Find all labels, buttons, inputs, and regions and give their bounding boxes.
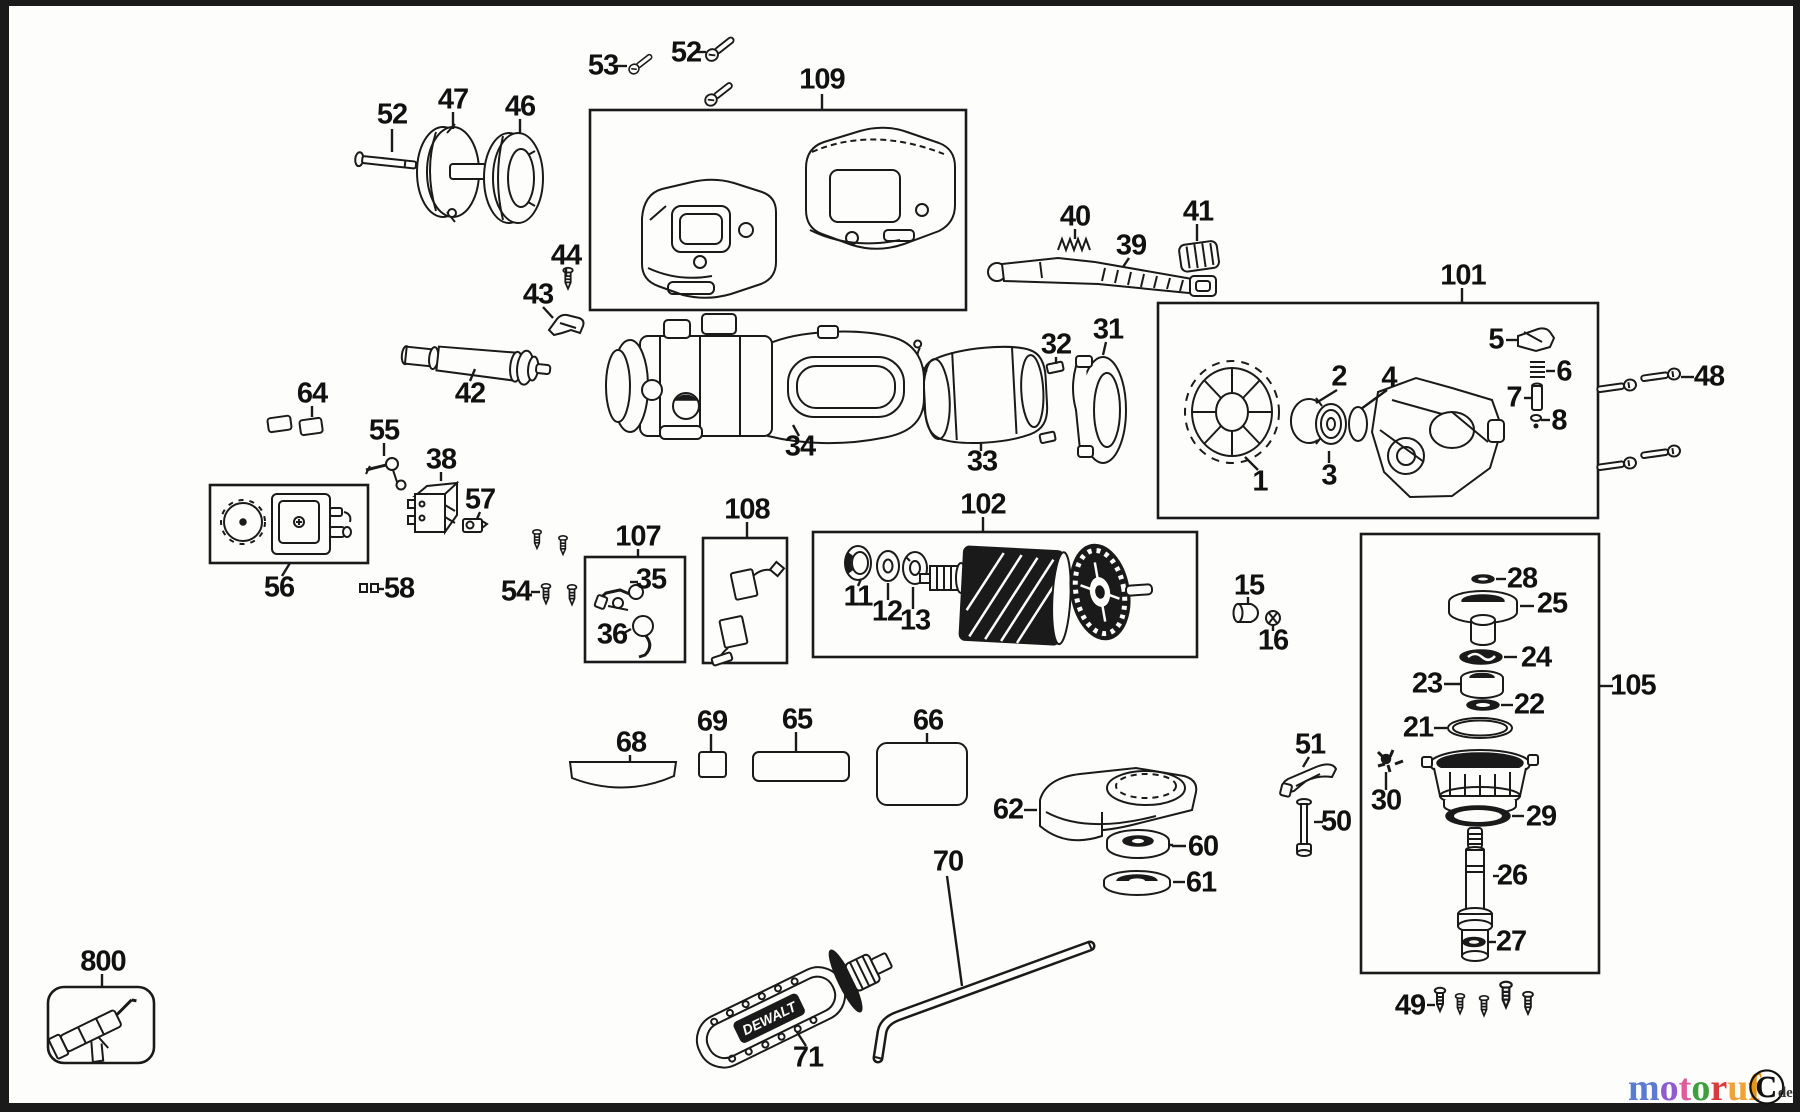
box-109	[588, 108, 968, 312]
part-41-slide-button	[1178, 240, 1220, 273]
part-108-brushes	[710, 560, 786, 667]
part-50-bolt	[1296, 798, 1312, 857]
part-27-o-ring	[1462, 936, 1486, 948]
part-40-spring	[1057, 236, 1091, 253]
part-64-pads	[266, 414, 324, 437]
part-56-dial-module	[220, 493, 352, 555]
part-1-fan	[1184, 360, 1280, 464]
watermark-letter: u	[1727, 1067, 1749, 1109]
part-52-pin	[354, 151, 418, 170]
watermark-logo: motoruf©de	[1628, 1062, 1793, 1112]
part-5-lock-button	[1517, 327, 1556, 353]
watermark-letter: o	[1659, 1067, 1679, 1109]
box-105	[1359, 532, 1601, 975]
watermark-letter: f	[1748, 1067, 1761, 1109]
part-12-washer	[876, 550, 900, 582]
part-25-flanged-bushing	[1448, 590, 1518, 646]
box-101	[1156, 301, 1600, 520]
part-68-brush-cover	[568, 761, 678, 789]
part-66-label	[876, 742, 968, 806]
part-23-bearing	[1460, 670, 1504, 699]
part-31-baffle	[1072, 355, 1127, 464]
part-49-screws	[1433, 980, 1534, 1017]
box-800	[46, 985, 156, 1065]
part-57-terminal	[462, 518, 489, 533]
part-36-sensor-coil	[632, 615, 654, 659]
watermark-letter: m	[1628, 1067, 1660, 1109]
part-61-clamp-nut	[1103, 870, 1171, 896]
part-22-washer	[1466, 699, 1500, 711]
part-6-spring	[1530, 361, 1545, 378]
part-8-washer	[1530, 414, 1542, 429]
part-26-spindle	[1457, 827, 1493, 962]
part-70-hex-wrench	[872, 940, 1096, 1064]
part-109-housing-left-half	[641, 178, 777, 299]
part-62-wheel-guard	[1039, 766, 1198, 842]
part-47-clamp-flange	[416, 123, 487, 223]
part-16-nut	[1265, 610, 1281, 626]
part-101-gear-housing	[1370, 376, 1505, 499]
part-800-grease-icon	[48, 998, 137, 1064]
part-102-armature	[919, 543, 1154, 646]
watermark-letter: r	[1710, 1067, 1728, 1109]
part-15-cap	[1232, 603, 1260, 623]
part-105-gear-hub	[1421, 749, 1539, 815]
watermark-letter: o	[1691, 1067, 1711, 1109]
watermark-circle-mark: ©	[1746, 1059, 1786, 1112]
part-55-lever	[365, 457, 407, 491]
part-29-o-ring	[1445, 805, 1511, 827]
part-35-switch-lever	[593, 584, 644, 611]
part-54-screws	[532, 529, 578, 606]
part-7-pin	[1531, 382, 1543, 411]
part-39-lock-lever	[987, 256, 1217, 297]
part-48-screws	[1595, 366, 1682, 475]
part-71-side-handle: DEWALT	[695, 949, 893, 1069]
part-109-housing-right-half	[805, 126, 956, 250]
part-69-label	[698, 751, 727, 778]
leader-lines	[100, 50, 1694, 1047]
part-28-o-ring	[1471, 574, 1495, 584]
part-58-keys	[359, 583, 379, 593]
watermark-text: motoruf	[1628, 1069, 1761, 1107]
part-34-gear-case-assembly	[605, 313, 925, 445]
part-21-o-ring	[1447, 717, 1513, 739]
part-30-clip	[1376, 749, 1404, 773]
part-24-wave-washer	[1459, 649, 1503, 665]
part-33-field-stator	[913, 339, 1049, 444]
part-4-o-ring	[1348, 406, 1368, 442]
box-108	[701, 536, 789, 665]
box-107	[583, 555, 687, 664]
watermark-letter: t	[1678, 1067, 1692, 1109]
part-60-flange	[1106, 829, 1170, 859]
part-13-washer	[902, 551, 928, 585]
part-42-spindle-shaft	[400, 345, 552, 386]
part-38-switch	[407, 480, 460, 536]
part-3-bearing	[1315, 403, 1347, 445]
part-65-label	[752, 751, 850, 782]
part-46-guard-ring	[483, 132, 544, 224]
part-51-lever	[1279, 763, 1338, 798]
group-boxes	[46, 108, 1601, 1065]
watermark-suffix: de	[1777, 1084, 1793, 1101]
part-32-keys	[1038, 360, 1065, 444]
part-43-clip	[547, 313, 585, 337]
box-102	[811, 530, 1199, 659]
part-11-bearing	[844, 545, 872, 581]
